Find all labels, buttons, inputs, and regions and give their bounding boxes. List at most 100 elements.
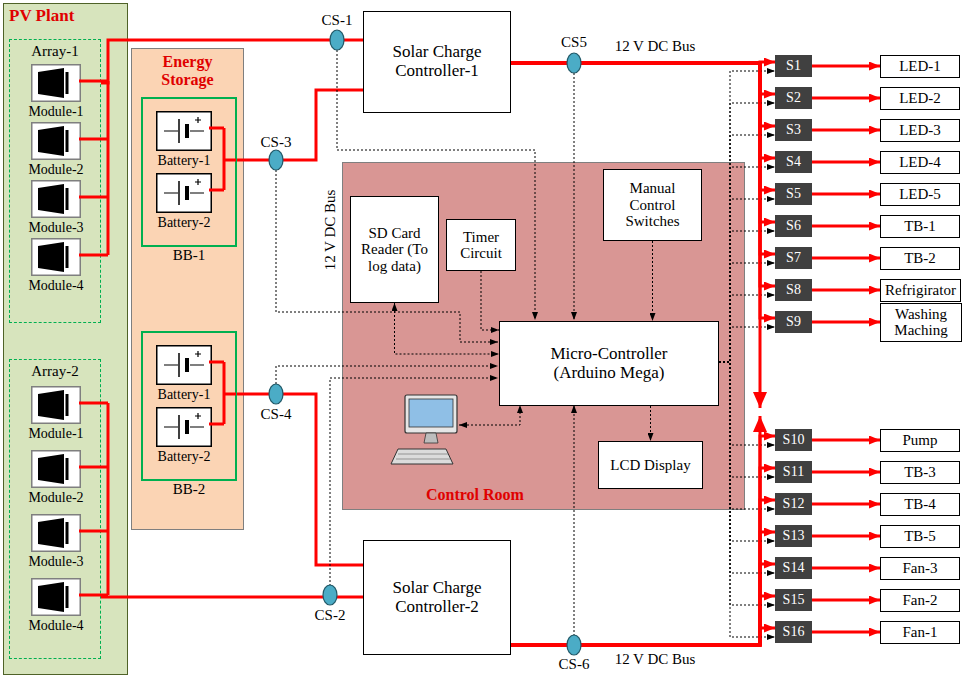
- node-label: LCD Display: [610, 457, 690, 474]
- load-box: Washing Maching: [880, 303, 962, 342]
- battery-plate: [185, 420, 189, 434]
- battery-frame: [157, 346, 212, 385]
- load-box: Refrigirator: [880, 279, 961, 302]
- relay-switch: S16: [775, 621, 812, 643]
- battery-wire: [209, 128, 236, 190]
- sensor-line: [276, 170, 498, 342]
- power-wire: [511, 63, 775, 318]
- polarity-mark: [195, 179, 201, 185]
- node-label: LED-4: [899, 154, 941, 171]
- pv-module-icon: [31, 238, 81, 276]
- current-sensor: [330, 30, 344, 50]
- node-label: S5: [786, 186, 801, 201]
- power-wire: [511, 63, 775, 158]
- polarity-mark: [195, 117, 201, 123]
- bus-label: 12 V DC Bus: [615, 651, 696, 668]
- power-wire: [237, 90, 363, 160]
- relay-switch: S5: [775, 183, 812, 205]
- node-label: S15: [783, 592, 805, 607]
- node-label: Pump: [902, 432, 937, 449]
- load-box: LED-3: [880, 119, 960, 142]
- load-box: LED-2: [880, 87, 960, 110]
- control-unit-box: LCD Display: [598, 441, 703, 489]
- battery-wire: [209, 362, 236, 424]
- pv-cell-symbol: [66, 188, 69, 210]
- load-box: Fan-1: [880, 621, 960, 644]
- control-line: [395, 303, 500, 354]
- node-label: S3: [786, 122, 801, 137]
- node-label: BB-1: [173, 247, 206, 264]
- load-box: TB-5: [880, 525, 960, 548]
- power-wire: [812, 161, 880, 164]
- pv-cell-symbol: [66, 130, 69, 152]
- sensor-line: [337, 50, 535, 320]
- power-wire: [812, 599, 880, 602]
- polarity-mark: [195, 413, 201, 419]
- battery-lead: [164, 130, 204, 131]
- node-label: TB-2: [904, 250, 936, 267]
- node-label: TB-3: [904, 464, 936, 481]
- module-wire: [79, 81, 108, 255]
- node-label: Module-3: [28, 220, 83, 235]
- relay-switch: S13: [775, 525, 812, 547]
- pv-module: Module-2: [31, 122, 81, 160]
- pv-cell-symbol: [38, 68, 64, 98]
- pv-cell-symbol: [38, 518, 64, 548]
- power-wire: [511, 564, 775, 645]
- sensor-label: CS-4: [261, 406, 292, 423]
- node-label: S10: [783, 432, 805, 447]
- battery-plate: [178, 415, 180, 439]
- load-box: TB-3: [880, 461, 960, 484]
- node-label: S16: [783, 624, 805, 639]
- pv-module: Module-1: [31, 386, 81, 424]
- control-line: [719, 231, 775, 362]
- module-wire: [79, 81, 108, 595]
- pv-cell-symbol: [66, 522, 69, 544]
- module-frame: [32, 579, 81, 616]
- sensor-label: CS-3: [261, 134, 292, 151]
- sensor-line: [574, 73, 575, 320]
- node-label: TB-4: [904, 496, 936, 513]
- node-label: Micro-Controller (Arduino Mega): [534, 345, 684, 382]
- power-wire: [812, 97, 880, 100]
- power-wire: [511, 500, 775, 645]
- load-box: TB-1: [880, 215, 960, 238]
- node-label: Module-2: [28, 490, 83, 505]
- control-line: [719, 362, 775, 637]
- battery-icon: [156, 111, 212, 151]
- node-label: S1: [786, 58, 801, 73]
- module-frame: [32, 451, 81, 488]
- sensor-line: [574, 405, 575, 636]
- pv-module: Module-1: [31, 64, 81, 102]
- power-wire: [511, 63, 775, 222]
- node-label: Fan-3: [903, 560, 938, 577]
- relay-switch: S10: [775, 429, 812, 451]
- battery: Battery-1: [156, 111, 212, 151]
- battery-frame: [157, 174, 212, 213]
- node-label: BB-2: [173, 481, 206, 498]
- node-label: Battery-2: [158, 449, 211, 464]
- node-label: Battery-2: [158, 215, 211, 230]
- battery-wire: [209, 128, 236, 424]
- current-sensor: [567, 635, 581, 655]
- pv-cell-symbol: [66, 72, 69, 94]
- power-wire: [101, 40, 363, 83]
- control-line: [481, 271, 499, 330]
- node-label: LED-3: [899, 122, 941, 139]
- power-wire: [511, 532, 775, 645]
- group-title: PV Plant: [9, 7, 74, 26]
- pv-module: Module-4: [31, 578, 81, 616]
- pv-cell-symbol: [66, 458, 69, 480]
- dc-bus-arrow: [759, 63, 762, 645]
- module-frame: [32, 123, 81, 160]
- power-wire: [812, 503, 880, 506]
- pv-cell-symbol: [38, 454, 64, 484]
- power-wire: [511, 63, 775, 94]
- pv-cell-symbol: [66, 586, 69, 608]
- pv-module: Module-3: [31, 180, 81, 218]
- battery-icon: [156, 173, 212, 213]
- power-wire: [812, 321, 880, 324]
- bus-label: 12 V DC Bus: [615, 38, 696, 55]
- power-wire: [812, 257, 880, 260]
